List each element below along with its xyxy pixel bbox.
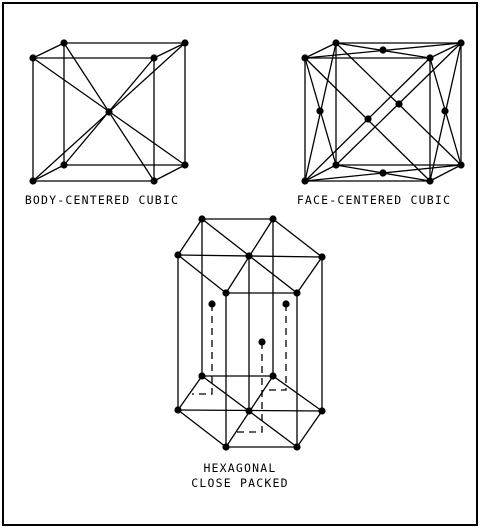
hcp-atom <box>245 407 253 415</box>
fcc-corner-atom <box>457 39 465 47</box>
fcc-face-atom <box>441 107 449 115</box>
fcc-corner-atom <box>332 39 340 47</box>
bcc-atom <box>181 39 189 47</box>
hcp-hidden-lines <box>192 304 287 433</box>
fcc-corner-atom <box>301 54 309 62</box>
bcc-atom <box>150 177 158 185</box>
hcp-atom <box>269 372 277 380</box>
bcc-atom <box>29 54 37 62</box>
hcp-atoms <box>174 215 326 451</box>
hcp-inner-atom <box>258 338 266 346</box>
bcc-atom <box>60 161 68 169</box>
hcp-label-line2: CLOSE PACKED <box>191 476 289 490</box>
hcp-inner-atom <box>282 300 290 308</box>
fcc-corner-atom <box>332 161 340 169</box>
fcc-face-atom <box>379 169 387 177</box>
hcp-label-line1: HEXAGONAL <box>203 461 277 475</box>
bcc-diagram <box>29 39 189 185</box>
bcc-atoms <box>29 39 189 185</box>
fcc-corner-atom <box>301 177 309 185</box>
bcc-atom <box>60 39 68 47</box>
fcc-face-atom <box>379 46 387 54</box>
hcp-atom <box>293 443 301 451</box>
hcp-inner-atom <box>208 300 216 308</box>
fcc-face-atom <box>364 115 372 123</box>
hcp-diagram <box>174 215 326 451</box>
fcc-face-atom <box>395 100 403 108</box>
hcp-atom <box>198 372 206 380</box>
hcp-atom <box>318 407 326 415</box>
hcp-atom <box>318 253 326 261</box>
bcc-atom <box>150 54 158 62</box>
fcc-diagram <box>301 39 465 185</box>
hcp-vertical-edges <box>177 218 323 448</box>
fcc-corner-atom <box>426 54 434 62</box>
hcp-atom <box>174 251 182 259</box>
hcp-atom <box>222 289 230 297</box>
fcc-face-atom <box>316 107 324 115</box>
fcc-corner-atom <box>457 161 465 169</box>
hcp-atom <box>269 215 277 223</box>
hcp-atom <box>198 215 206 223</box>
hcp-atom <box>293 289 301 297</box>
hcp-atom <box>174 406 182 414</box>
fcc-corner-atom <box>426 177 434 185</box>
fcc-cube-edges <box>304 42 462 182</box>
fcc-label: FACE-CENTERED CUBIC <box>296 193 452 207</box>
bcc-cube-edges <box>32 42 186 182</box>
fcc-atoms <box>301 39 465 185</box>
bcc-label: BODY-CENTERED CUBIC <box>24 193 180 207</box>
bcc-atom <box>181 161 189 169</box>
hcp-atom <box>245 252 253 260</box>
bcc-center-atom <box>105 108 113 116</box>
hcp-atom <box>222 443 230 451</box>
bcc-atom <box>29 177 37 185</box>
fcc-face-diagonals <box>304 42 462 182</box>
